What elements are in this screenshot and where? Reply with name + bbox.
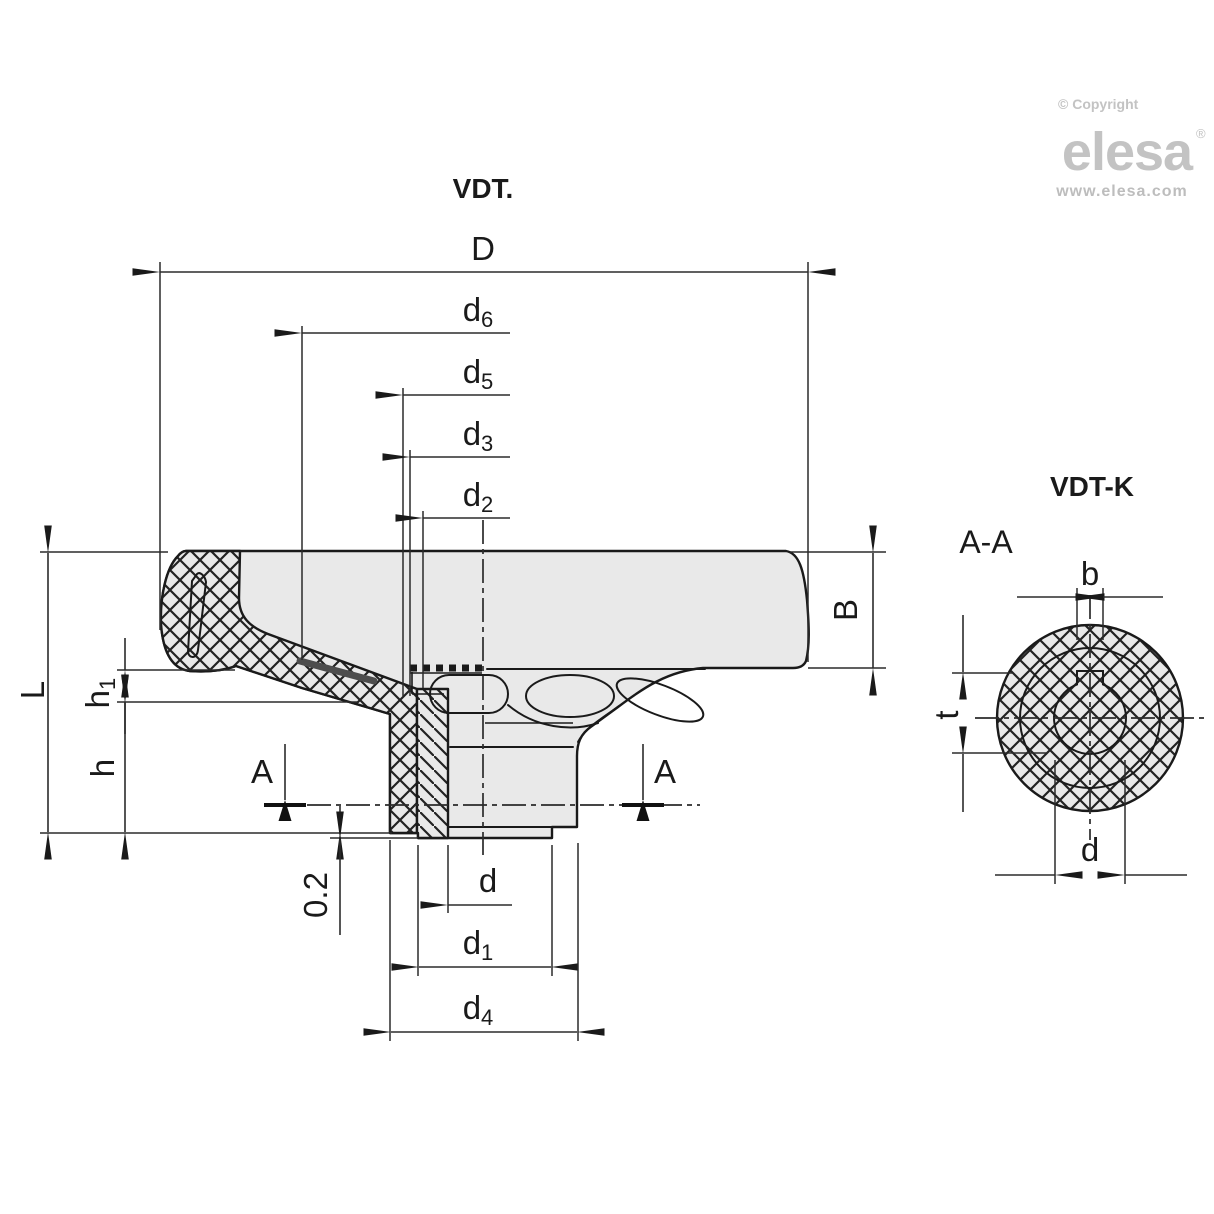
section-view: VDT-K A-A b t d [928, 471, 1205, 884]
dimension-h: h [84, 675, 129, 860]
dim-label-d6: d6 [463, 291, 494, 332]
main-view: VDT. D d6 d5 d3 d2 [14, 173, 886, 1041]
dimension-d6: d6 [274, 291, 510, 660]
dim-label-d-section: d [1081, 831, 1099, 868]
finger-recess-capsule [429, 674, 509, 714]
section-marker-label-left: A [251, 753, 273, 790]
dimension-d4: d4 [363, 840, 605, 1041]
finger-recess-mid [525, 674, 615, 718]
dim-label-h1: h1 [79, 678, 120, 709]
dim-label-d: d [479, 862, 497, 899]
section-marker-right: A [622, 744, 676, 821]
dimension-b: b [1017, 555, 1163, 640]
dimension-d: d [420, 845, 512, 913]
dim-label-L: L [14, 681, 51, 699]
dim-label-d4: d4 [463, 989, 494, 1030]
dim-label-b: b [1081, 555, 1099, 592]
dimension-B: B [790, 525, 886, 696]
section-name-label: A-A [959, 524, 1013, 560]
section-marker-label-right: A [654, 753, 676, 790]
dimension-d-section: d [995, 760, 1187, 884]
dim-label-d1: d1 [463, 924, 494, 965]
dim-label-d3: d3 [463, 415, 494, 456]
dimension-d2: d2 [395, 476, 510, 688]
dimension-L: L [14, 525, 392, 860]
dimension-d5: d5 [375, 353, 510, 696]
dim-label-D: D [471, 230, 495, 267]
brand-block: © Copyright elesa ® www.elesa.com [1055, 96, 1206, 200]
section-marker-left: A [251, 744, 306, 821]
bore-with-keyway [1053, 670, 1127, 755]
rim-fold-notch [186, 572, 208, 658]
copyright-text: © Copyright [1058, 96, 1139, 112]
dim-label-clearance: 0.2 [297, 872, 334, 918]
dim-label-B: B [827, 599, 864, 621]
finger-recess-right [615, 677, 705, 723]
brand-url: www.elesa.com [1055, 183, 1188, 200]
web-lower-curve [507, 704, 599, 729]
dimension-d3: d3 [382, 415, 510, 696]
dim-label-d5: d5 [463, 353, 494, 394]
wheel-silhouette [159, 549, 810, 840]
soft-grip-strip [296, 657, 378, 685]
dimension-D: D [132, 230, 836, 662]
insert-flange-line [411, 672, 444, 695]
dim-label-h: h [84, 759, 121, 777]
dim-label-d2: d2 [463, 476, 494, 517]
section-view-title: VDT-K [1050, 471, 1134, 502]
dimension-d1: d1 [391, 845, 579, 976]
brand-logo: elesa [1062, 122, 1194, 182]
dimension-t: t [928, 615, 1048, 812]
main-view-title: VDT. [453, 173, 514, 204]
dimension-clearance: 0.2 [297, 806, 418, 935]
registered-mark-icon: ® [1196, 126, 1206, 141]
dim-label-t: t [928, 710, 965, 719]
